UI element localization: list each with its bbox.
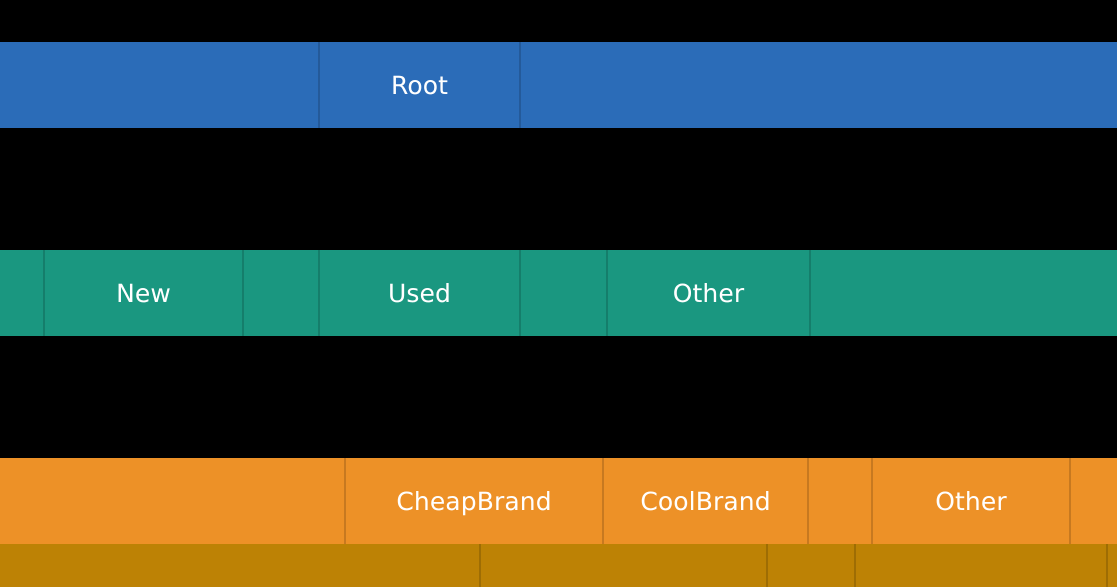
- icicle-level-leaf-level: [0, 544, 1117, 587]
- icicle-node-blank[interactable]: [0, 458, 345, 544]
- icicle-node-label: CoolBrand: [640, 486, 771, 516]
- icicle-node-label: CheapBrand: [396, 486, 552, 516]
- icicle-node-blank[interactable]: [0, 250, 44, 336]
- icicle-node-blank[interactable]: [810, 250, 1117, 336]
- icicle-level-condition-level: New Used Other: [0, 250, 1117, 336]
- icicle-node-used[interactable]: Used: [319, 250, 520, 336]
- icicle-node-blank[interactable]: [520, 42, 1117, 128]
- icicle-node-blank[interactable]: [0, 42, 319, 128]
- icicle-node-label: Used: [388, 278, 451, 308]
- icicle-level-root-level: Root: [0, 42, 1117, 128]
- icicle-node-cheapbrand[interactable]: CheapBrand: [345, 458, 603, 544]
- icicle-node-blank[interactable]: [1107, 544, 1117, 587]
- icicle-node-other[interactable]: Other: [872, 458, 1070, 544]
- icicle-node-label: Other: [672, 278, 745, 308]
- icicle-node-label: Root: [390, 70, 449, 100]
- icicle-node-blank[interactable]: [855, 544, 1107, 587]
- icicle-node-coolbrand[interactable]: CoolBrand: [603, 458, 808, 544]
- icicle-node-blank[interactable]: [767, 544, 855, 587]
- icicle-node-blank[interactable]: [480, 544, 767, 587]
- icicle-node-other[interactable]: Other: [607, 250, 810, 336]
- icicle-node-blank[interactable]: [0, 544, 480, 587]
- icicle-node-root[interactable]: Root: [319, 42, 520, 128]
- icicle-level-brand-level: CheapBrand CoolBrand Other: [0, 458, 1117, 544]
- icicle-node-blank[interactable]: [808, 458, 872, 544]
- icicle-node-label: Other: [935, 486, 1007, 516]
- icicle-node-blank[interactable]: [243, 250, 319, 336]
- icicle-node-new[interactable]: New: [44, 250, 243, 336]
- icicle-node-label: New: [116, 278, 171, 308]
- icicle-node-blank[interactable]: [1070, 458, 1117, 544]
- icicle-node-blank[interactable]: [520, 250, 607, 336]
